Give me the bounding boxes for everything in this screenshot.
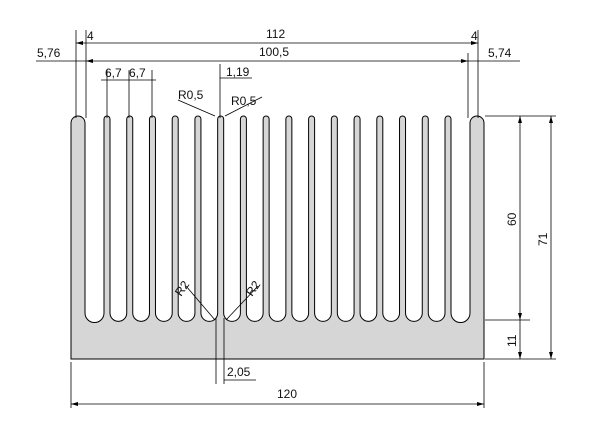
- dimension-overall-width: 120: [70, 362, 485, 408]
- dimension-fin-tip: 1,19 R0,5 R0,5: [177, 64, 263, 118]
- dimension-heights: 60 11 71: [485, 115, 556, 360]
- left-offset-label: 5,76: [37, 46, 61, 60]
- overall-width-label: 120: [277, 387, 297, 401]
- tip-radius-right-label: R0,5: [231, 94, 257, 108]
- dimension-pitch: 6,7 6,7: [101, 66, 156, 118]
- fin-root-thickness-label: 2,05: [227, 365, 251, 379]
- total-height-label: 71: [536, 232, 550, 246]
- heatsink-profile: [70, 115, 485, 360]
- fin-height-label: 60: [505, 212, 519, 226]
- pitch-2-label: 6,7: [129, 66, 146, 80]
- tip-radius-left-label: R0,5: [178, 88, 204, 102]
- inner-span-label: 100,5: [259, 45, 289, 59]
- base-height-label: 11: [505, 334, 519, 347]
- dimension-inner-span: 100,5: [36, 30, 520, 118]
- pitch-1-label: 6,7: [105, 66, 122, 80]
- dimension-fin-span: 112: [75, 27, 479, 118]
- right-end-gap-label: 4: [471, 29, 478, 43]
- left-end-gap-label: 4: [87, 29, 94, 43]
- fin-tip-thickness-label: 1,19: [226, 65, 250, 79]
- dimension-fin-root-thickness: 2,05: [215, 318, 256, 384]
- fin-span-label: 112: [266, 27, 285, 41]
- right-offset-label: 5,74: [488, 46, 512, 60]
